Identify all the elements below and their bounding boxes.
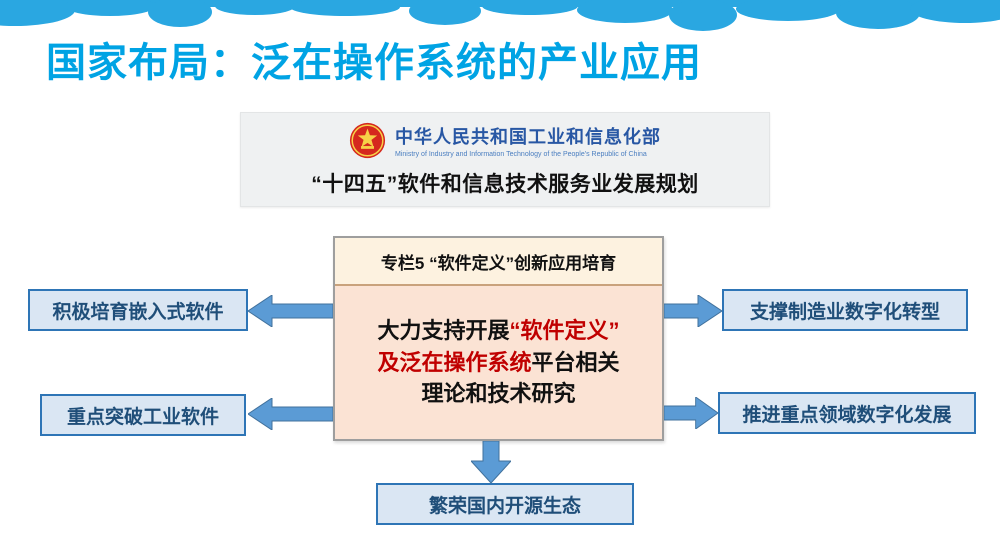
arrow-left-top-icon (248, 295, 333, 327)
policy-box-body: 大力支持开展“软件定义” 及泛在操作系统平台相关 理论和技术研究 (335, 286, 662, 439)
policy-line-2: 及泛在操作系统平台相关 (377, 347, 619, 379)
arrow-left-bottom-icon (248, 398, 333, 430)
policy-text-black-1: 大力支持开展 (377, 317, 510, 343)
policy-center-box: 专栏5 “软件定义”创新应用培育 大力支持开展“软件定义” 及泛在操作系统平台相… (333, 236, 664, 441)
ministry-header-row: 中华人民共和国工业和信息化部 Ministry of Industry and … (349, 122, 661, 159)
ministry-name-block: 中华人民共和国工业和信息化部 Ministry of Industry and … (395, 123, 661, 158)
policy-text-red-2: 及泛在操作系统 (377, 349, 532, 375)
arrow-right-top-icon (664, 295, 722, 327)
ministry-name: 中华人民共和国工业和信息化部 (395, 126, 661, 147)
ministry-name-en: Ministry of Industry and Information Tec… (395, 150, 647, 158)
arrow-down-icon (471, 441, 511, 483)
cloud-banner-icon (0, 0, 1000, 31)
branch-box-manufacturing-digitalization: 支撑制造业数字化转型 (722, 289, 968, 331)
branch-box-key-fields-digitalization: 推进重点领域数字化发展 (718, 392, 976, 434)
policy-text-black-3: 理论和技术研究 (421, 381, 576, 407)
arrow-right-bottom-icon (664, 397, 718, 429)
ministry-panel: 中华人民共和国工业和信息化部 Ministry of Industry and … (240, 112, 770, 207)
policy-line-1: 大力支持开展“软件定义” (377, 315, 619, 347)
policy-line-3: 理论和技术研究 (421, 378, 575, 410)
national-emblem-icon (349, 122, 386, 158)
policy-text-black-2: 平台相关 (531, 349, 620, 375)
branch-box-embedded-software: 积极培育嵌入式软件 (28, 289, 248, 331)
branch-box-industrial-software: 重点突破工业软件 (40, 394, 246, 436)
slide-title: 国家布局：泛在操作系统的产业应用 (46, 41, 702, 85)
branch-box-open-source-ecosystem: 繁荣国内开源生态 (376, 483, 634, 525)
policy-text-red-1: “软件定义” (509, 317, 620, 343)
plan-title: “十四五”软件和信息技术服务业发展规划 (311, 172, 699, 196)
policy-box-header: 专栏5 “软件定义”创新应用培育 (335, 238, 662, 286)
